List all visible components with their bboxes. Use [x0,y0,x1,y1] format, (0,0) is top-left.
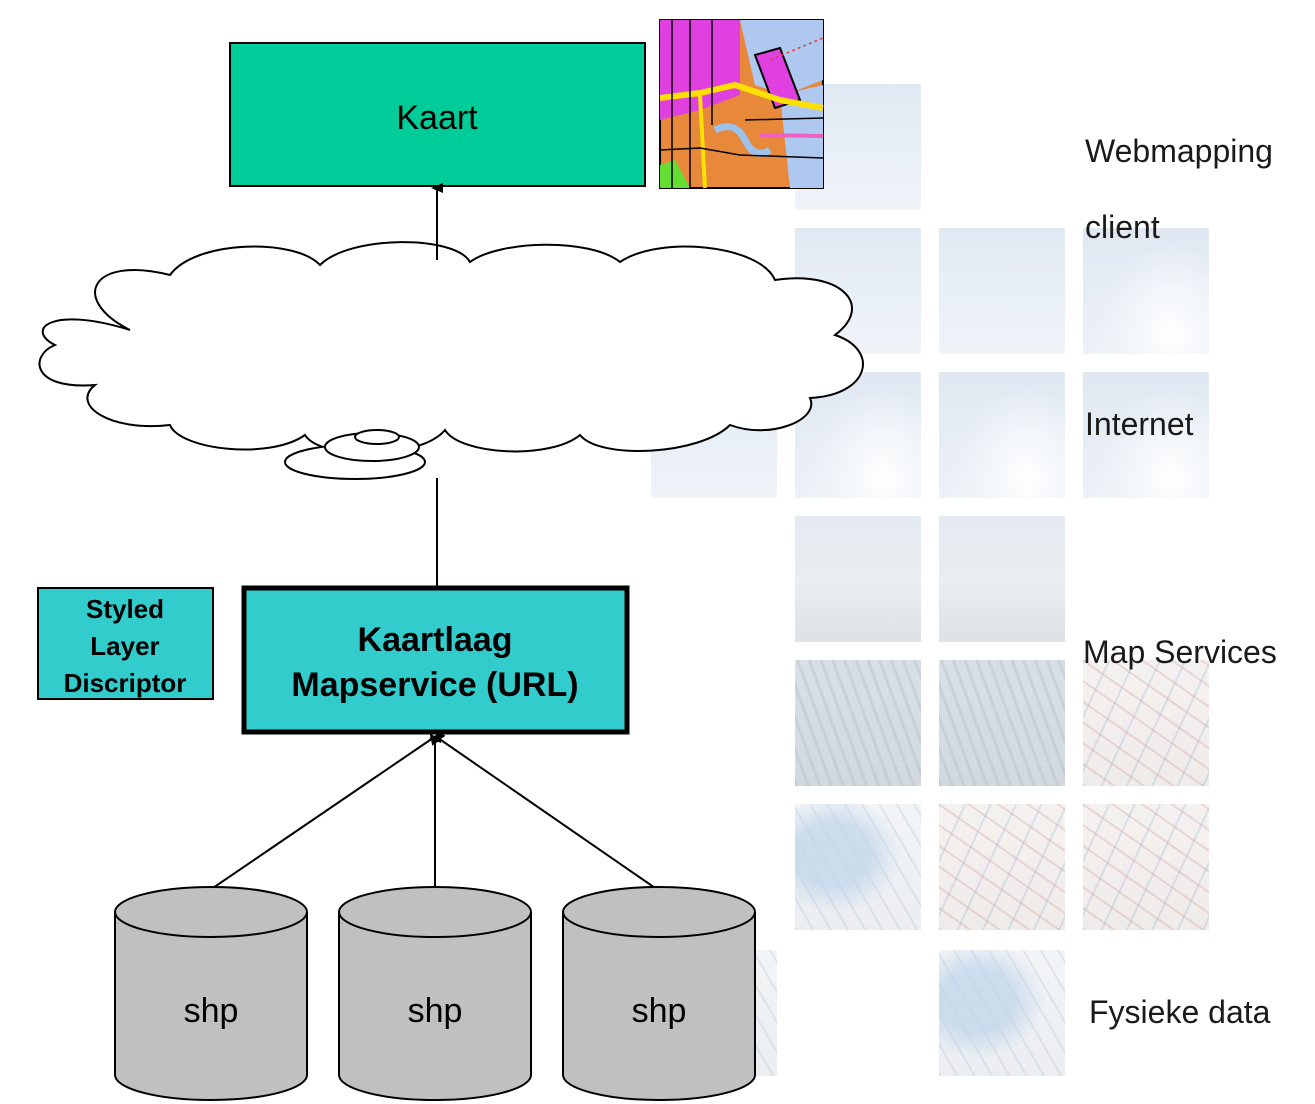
db3-label: shp [632,992,687,1030]
sld-label-line2: Layer [90,631,159,661]
sld-box [37,587,214,700]
mapservice-label-line2: Mapservice (URL) [291,666,578,704]
bg-tile [939,228,1065,354]
bg-tile [1083,228,1209,354]
kaart-label: Kaart [396,99,478,137]
arrow-db1-to-service [209,733,441,891]
kaart-box [229,42,646,187]
layer-label-map-services: Map Services [1083,634,1277,670]
layer-label-client: Webmapping client [1085,94,1273,284]
bg-tile [795,804,921,930]
bg-tile [939,804,1065,930]
database-cylinder: shp [114,886,308,1101]
bg-tile [1083,372,1209,498]
bg-tile [795,660,921,786]
layer-label-physical-data: Fysieke data [1089,994,1271,1030]
mapservice-label-line1: Kaartlaag [358,621,513,659]
bg-tile [1083,804,1209,930]
bg-tile [939,950,1065,1076]
map-thumbnail [659,19,824,189]
arrow-db3-to-service [434,730,659,891]
layer-label-internet: Internet [1085,406,1194,442]
mapservice-box [241,585,630,735]
sld-label-line1: Styled [86,594,164,624]
layer-label-client-line2: client [1085,209,1160,245]
bg-tile [939,660,1065,786]
internet-cloud [38,241,864,480]
db2-label: shp [408,992,463,1030]
db1-label: shp [184,992,239,1030]
database-cylinder: shp [562,886,756,1101]
bg-tile [939,516,1065,642]
bg-tile [939,372,1065,498]
database-cylinder: shp [338,886,532,1101]
bg-tile [795,516,921,642]
sld-label-line3: Discriptor [64,668,187,698]
layer-label-client-line1: Webmapping [1085,133,1273,169]
bg-tile [1083,660,1209,786]
